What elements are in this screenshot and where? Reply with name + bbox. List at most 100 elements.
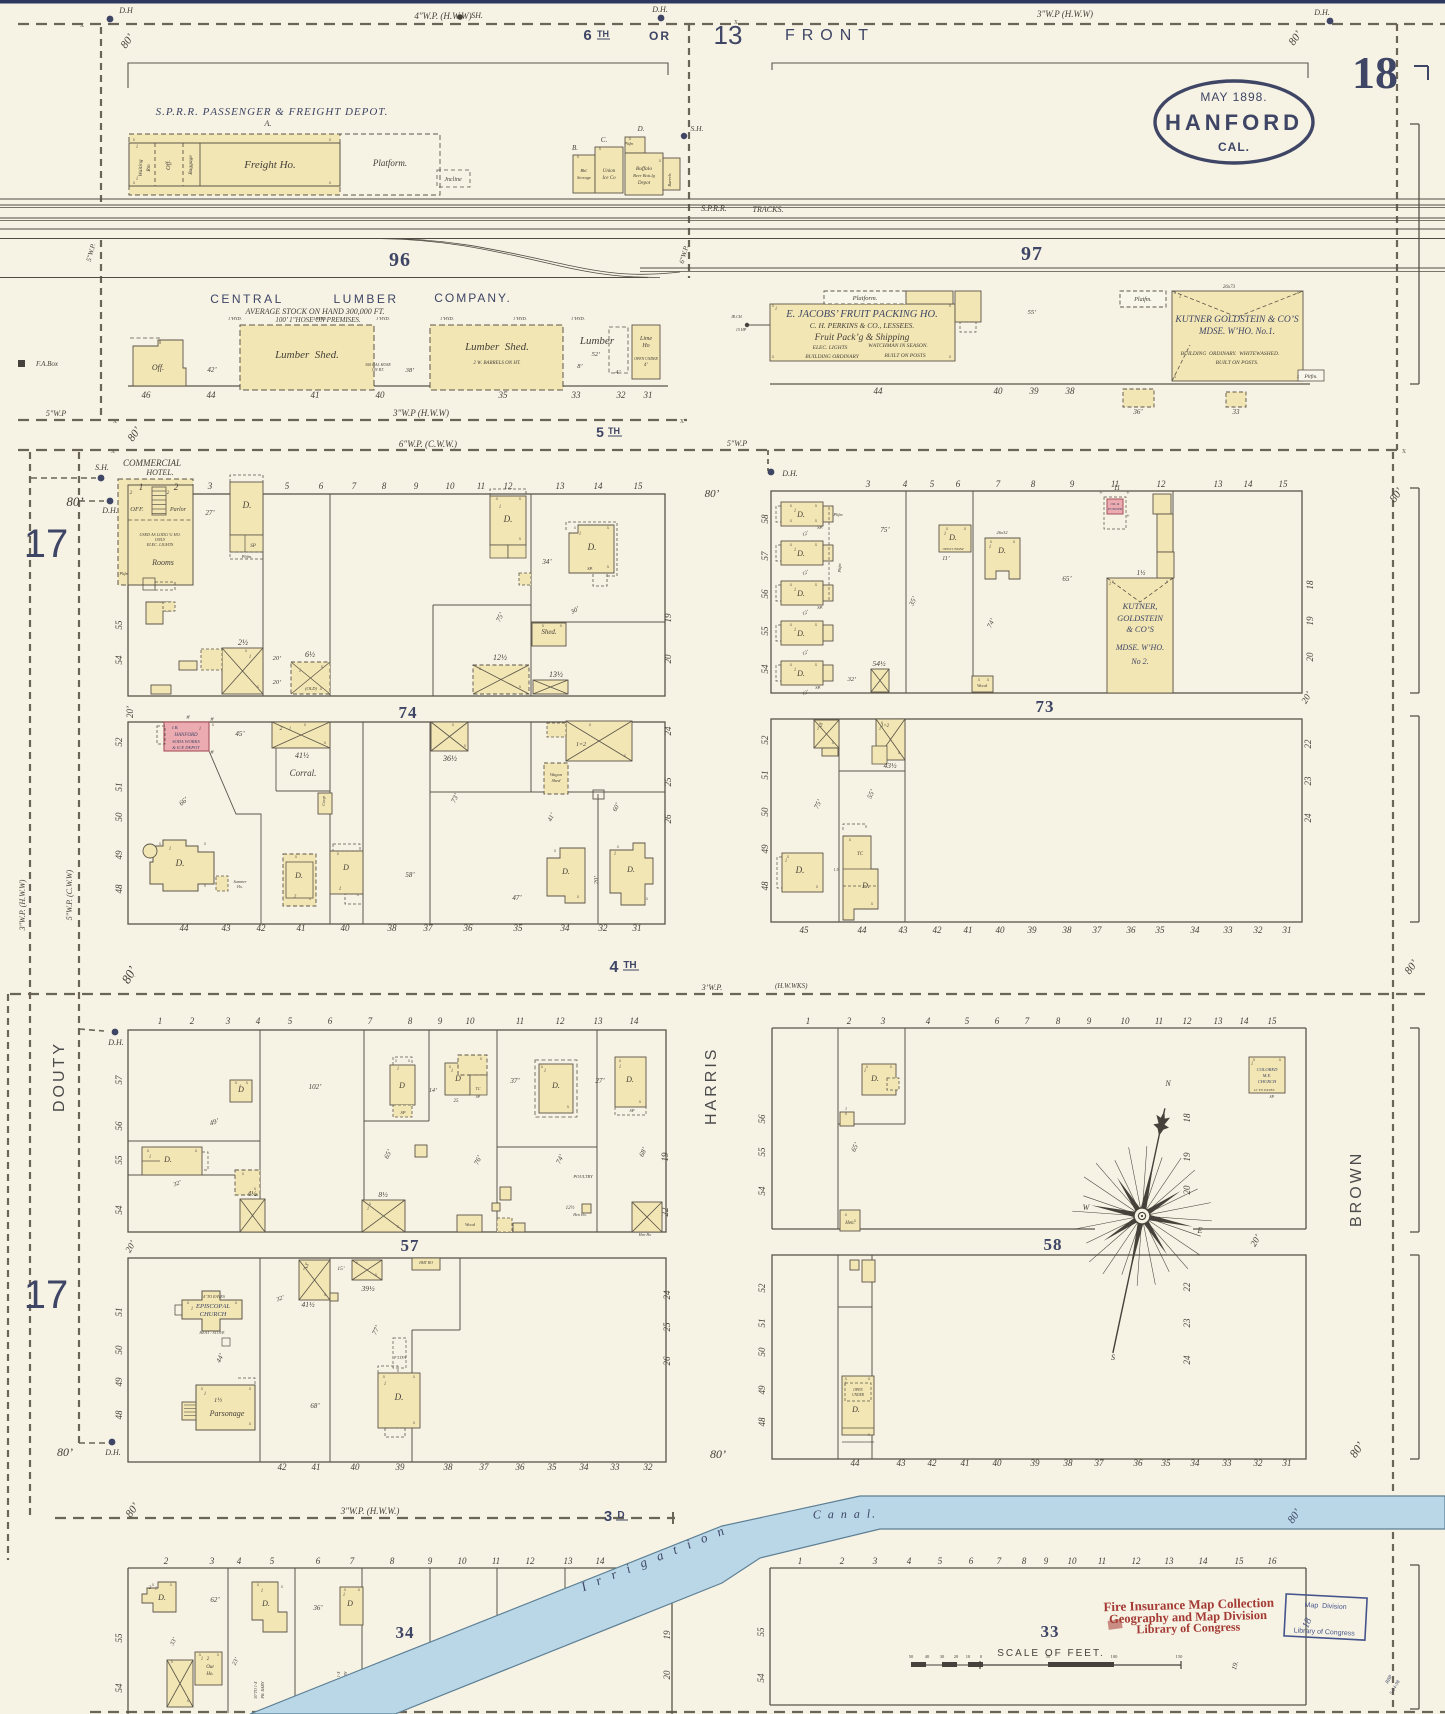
svg-text:Lumber Shed.: Lumber Shed. bbox=[274, 349, 339, 361]
svg-text:1: 1 bbox=[199, 727, 202, 732]
svg-text:x: x bbox=[256, 685, 260, 690]
svg-text:43: 43 bbox=[897, 1458, 907, 1468]
svg-text:Freight Ho.: Freight Ho. bbox=[243, 159, 296, 171]
svg-text:10: 10 bbox=[1068, 1556, 1078, 1566]
svg-text:Beer Bott.lg: Beer Bott.lg bbox=[633, 173, 655, 178]
svg-text:x: x bbox=[241, 1172, 245, 1177]
svg-text:38: 38 bbox=[1063, 1458, 1074, 1468]
svg-text:19: 19 bbox=[663, 613, 673, 623]
svg-text:23: 23 bbox=[1303, 776, 1313, 786]
svg-text:40: 40 bbox=[376, 390, 386, 400]
svg-text:D.: D. bbox=[294, 871, 303, 880]
svg-text:22: 22 bbox=[1303, 739, 1313, 749]
svg-text:32’: 32’ bbox=[275, 1295, 286, 1304]
svg-text:10: 10 bbox=[458, 1556, 468, 1566]
svg-text:18: 18 bbox=[1182, 1113, 1192, 1123]
svg-text:1: 1 bbox=[158, 1016, 163, 1026]
svg-text:D.: D. bbox=[626, 865, 635, 874]
svg-text:55: 55 bbox=[756, 1627, 766, 1637]
svg-text:x: x bbox=[355, 1261, 359, 1266]
svg-text:Platform.: Platform. bbox=[852, 295, 878, 302]
svg-text:D.H.: D.H. bbox=[104, 1448, 121, 1457]
svg-text:3: 3 bbox=[865, 479, 871, 489]
svg-text:Off.: Off. bbox=[152, 363, 164, 372]
svg-text:32: 32 bbox=[598, 923, 609, 933]
svg-text:20’: 20’ bbox=[125, 706, 135, 718]
svg-text:40: 40 bbox=[996, 925, 1006, 935]
svg-text:10: 10 bbox=[966, 1654, 971, 1659]
svg-text:1’HYD.: 1’HYD. bbox=[571, 316, 585, 321]
svg-text:12’: 12’ bbox=[802, 570, 810, 577]
svg-text:13: 13 bbox=[1165, 1556, 1175, 1566]
svg-text:2: 2 bbox=[207, 1657, 210, 1662]
svg-text:14: 14 bbox=[1240, 1016, 1250, 1026]
svg-text:x: x bbox=[616, 845, 620, 850]
svg-text:9: 9 bbox=[428, 1556, 433, 1566]
svg-text:2: 2 bbox=[130, 491, 133, 496]
svg-text:58’: 58’ bbox=[405, 871, 415, 879]
svg-text:40: 40 bbox=[351, 1462, 361, 1472]
svg-text:1: 1 bbox=[944, 532, 947, 537]
svg-text:D.H.: D.H. bbox=[107, 1038, 124, 1047]
svg-text:6: 6 bbox=[956, 479, 961, 489]
svg-text:1: 1 bbox=[1109, 582, 1112, 587]
svg-text:49: 49 bbox=[114, 850, 124, 860]
svg-text:D: D bbox=[346, 1599, 353, 1608]
svg-text:x: x bbox=[328, 181, 332, 186]
svg-text:x: x bbox=[566, 1105, 570, 1110]
svg-text:x: x bbox=[814, 583, 818, 588]
svg-text:x: x bbox=[308, 897, 312, 902]
svg-text:x: x bbox=[814, 519, 818, 524]
svg-text:x: x bbox=[169, 1583, 173, 1588]
svg-text:D.: D. bbox=[870, 1074, 879, 1083]
svg-text:8: 8 bbox=[1056, 1016, 1061, 1026]
svg-text:x: x bbox=[789, 583, 793, 588]
svg-text:50: 50 bbox=[909, 1654, 914, 1659]
svg-text:USED AS LODG’G HO.: USED AS LODG’G HO. bbox=[139, 532, 180, 537]
svg-text:50: 50 bbox=[1046, 1654, 1051, 1659]
svg-text:4½: 4½ bbox=[247, 1189, 257, 1198]
svg-text:(OLD): (OLD) bbox=[305, 686, 318, 691]
svg-text:Parsonage: Parsonage bbox=[209, 1409, 245, 1418]
svg-text:x: x bbox=[771, 304, 775, 309]
svg-text:55: 55 bbox=[114, 620, 124, 630]
svg-text:1: 1 bbox=[261, 1589, 264, 1594]
svg-text:S.P.R.R. PАSSENGER & FREIGHT D: S.P.R.R. PАSSENGER & FREIGHT DEPOT. bbox=[156, 106, 389, 118]
svg-text:Parlor: Parlor bbox=[169, 507, 187, 513]
svg-text:1’HYD.: 1’HYD. bbox=[440, 316, 454, 321]
svg-text:2: 2 bbox=[840, 1556, 845, 1566]
svg-text:D.: D. bbox=[851, 1405, 860, 1414]
svg-text:14: 14 bbox=[1199, 1556, 1209, 1566]
svg-text:x: x bbox=[1012, 540, 1016, 545]
svg-text:W: W bbox=[1083, 1203, 1091, 1212]
svg-text:Fire Insurance Map Collection: Fire Insurance Map Collection bbox=[1103, 1595, 1275, 1614]
svg-text:x: x bbox=[198, 1653, 202, 1658]
svg-text:30’: 30’ bbox=[569, 606, 581, 617]
svg-text:C.: C. bbox=[601, 136, 608, 144]
svg-text:12: 12 bbox=[526, 1556, 536, 1566]
svg-text:KUTNER GOLDSTEIN & CO’S: KUTNER GOLDSTEIN & CO’S bbox=[1174, 315, 1298, 325]
svg-text:55’: 55’ bbox=[866, 788, 877, 800]
svg-text:24: 24 bbox=[1303, 813, 1313, 823]
svg-text:26x73: 26x73 bbox=[1223, 285, 1236, 290]
svg-text:12½: 12½ bbox=[493, 653, 507, 662]
svg-text:36: 36 bbox=[1126, 925, 1137, 935]
svg-text:x: x bbox=[374, 1273, 378, 1278]
svg-text:LUMBER: LUMBER bbox=[333, 292, 398, 306]
svg-text:TH: TH bbox=[597, 29, 609, 39]
svg-text:80’: 80’ bbox=[57, 1445, 73, 1459]
svg-text:33: 33 bbox=[610, 1462, 621, 1472]
svg-text:39½: 39½ bbox=[360, 1284, 375, 1293]
svg-text:D: D bbox=[617, 1510, 624, 1521]
svg-text:ONLY: ONLY bbox=[155, 537, 166, 542]
svg-text:Hen.: Hen. bbox=[844, 1221, 855, 1226]
svg-text:1: 1 bbox=[136, 145, 139, 150]
svg-text:34: 34 bbox=[560, 923, 571, 933]
svg-text:x: x bbox=[844, 1377, 848, 1382]
svg-text:x: x bbox=[734, 17, 738, 26]
svg-text:x: x bbox=[200, 1387, 204, 1392]
svg-text:Rm: Rm bbox=[146, 164, 152, 172]
svg-text:41’: 41’ bbox=[547, 812, 557, 823]
svg-text:1: 1 bbox=[343, 1593, 346, 1598]
svg-text:11: 11 bbox=[492, 1556, 500, 1566]
